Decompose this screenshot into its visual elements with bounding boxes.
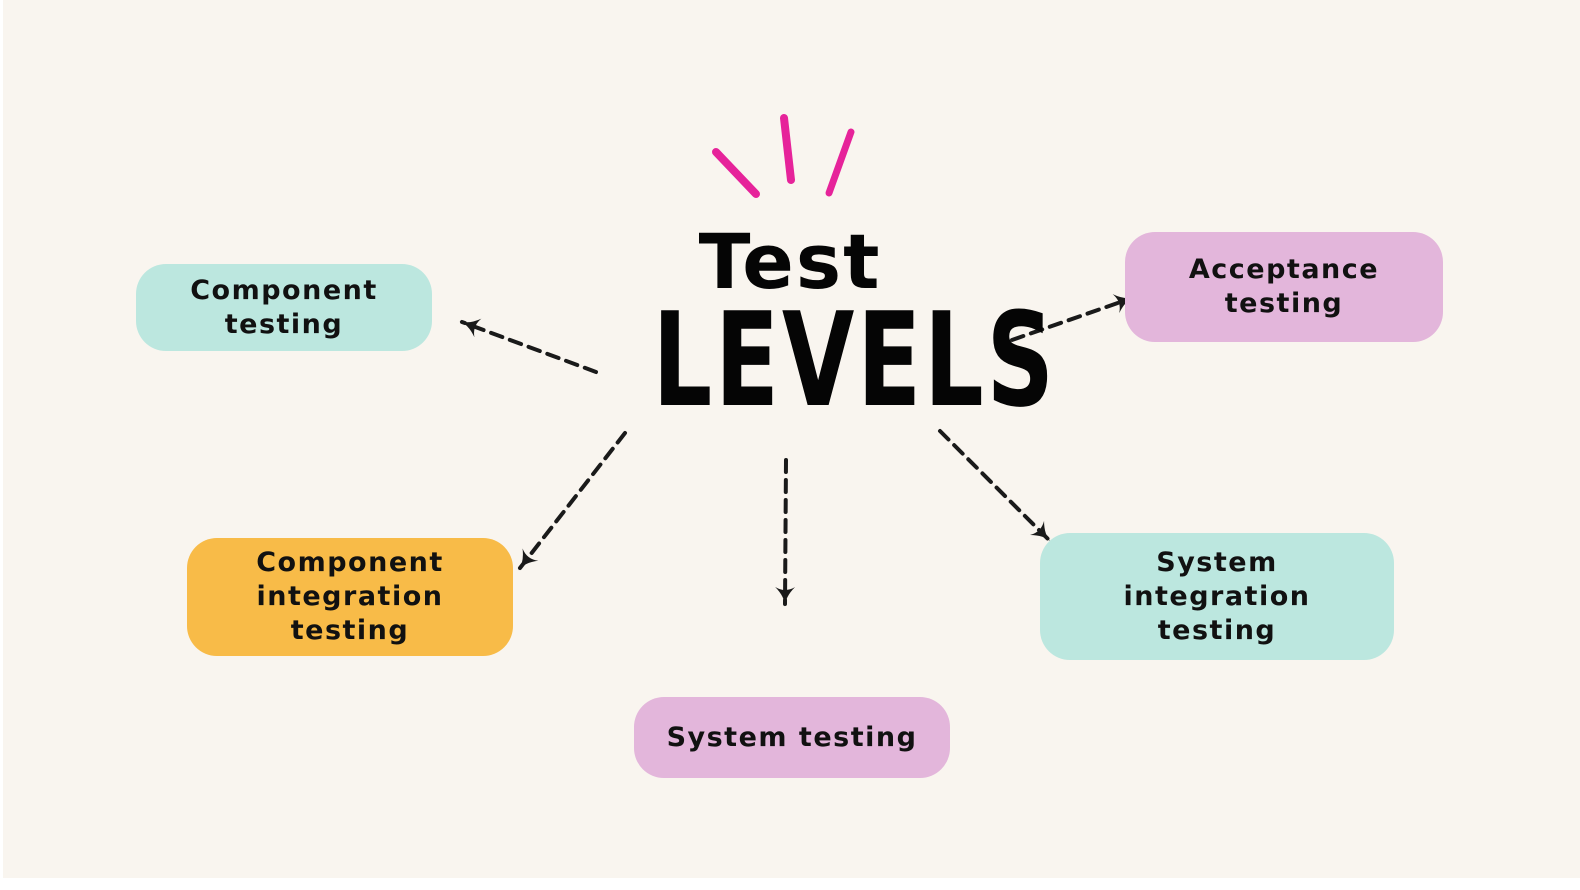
title-levels-container: LEVELS — [596, 284, 1057, 436]
node-system-testing: System testing — [634, 697, 950, 778]
burst-stroke-right — [825, 128, 855, 197]
node-label-line: Component — [190, 274, 378, 306]
node-label-line: Acceptance — [1188, 254, 1380, 285]
node-label-line: Component — [256, 547, 444, 578]
node-component-testing: Component testing — [136, 264, 432, 351]
burst-stroke-left — [712, 148, 760, 198]
arrow-to-acceptance-testing — [1010, 294, 1135, 342]
node-label-line: testing — [1157, 614, 1277, 646]
node-label: System testing — [667, 721, 918, 755]
node-label-line: testing — [1224, 288, 1344, 319]
burst-strokes-icon — [712, 114, 855, 198]
node-system-integration-testing: System integration testing — [1040, 533, 1394, 660]
arrow-to-component-testing — [459, 318, 598, 374]
node-label-line: System — [1156, 546, 1278, 578]
title-levels: LEVELS — [652, 284, 1057, 436]
node-label-line: testing — [224, 308, 344, 340]
node-label-line: integration — [1123, 580, 1311, 612]
arrow-to-system-testing — [775, 458, 796, 607]
node-label: Acceptance testing — [1189, 253, 1379, 321]
arrow-to-component-integration-testing — [518, 431, 627, 571]
node-label-line: integration — [256, 581, 444, 612]
node-label: Component integration testing — [256, 546, 444, 648]
node-label-line: System testing — [666, 721, 918, 753]
node-label: System integration testing — [1124, 546, 1311, 648]
node-component-integration-testing: Component integration testing — [187, 538, 513, 656]
node-acceptance-testing: Acceptance testing — [1125, 232, 1443, 342]
burst-stroke-middle — [780, 114, 795, 184]
title-test: Test — [698, 217, 882, 306]
node-label: Component testing — [190, 274, 378, 342]
arrow-to-system-integration-testing — [938, 429, 1052, 543]
node-label-line: testing — [290, 615, 410, 646]
